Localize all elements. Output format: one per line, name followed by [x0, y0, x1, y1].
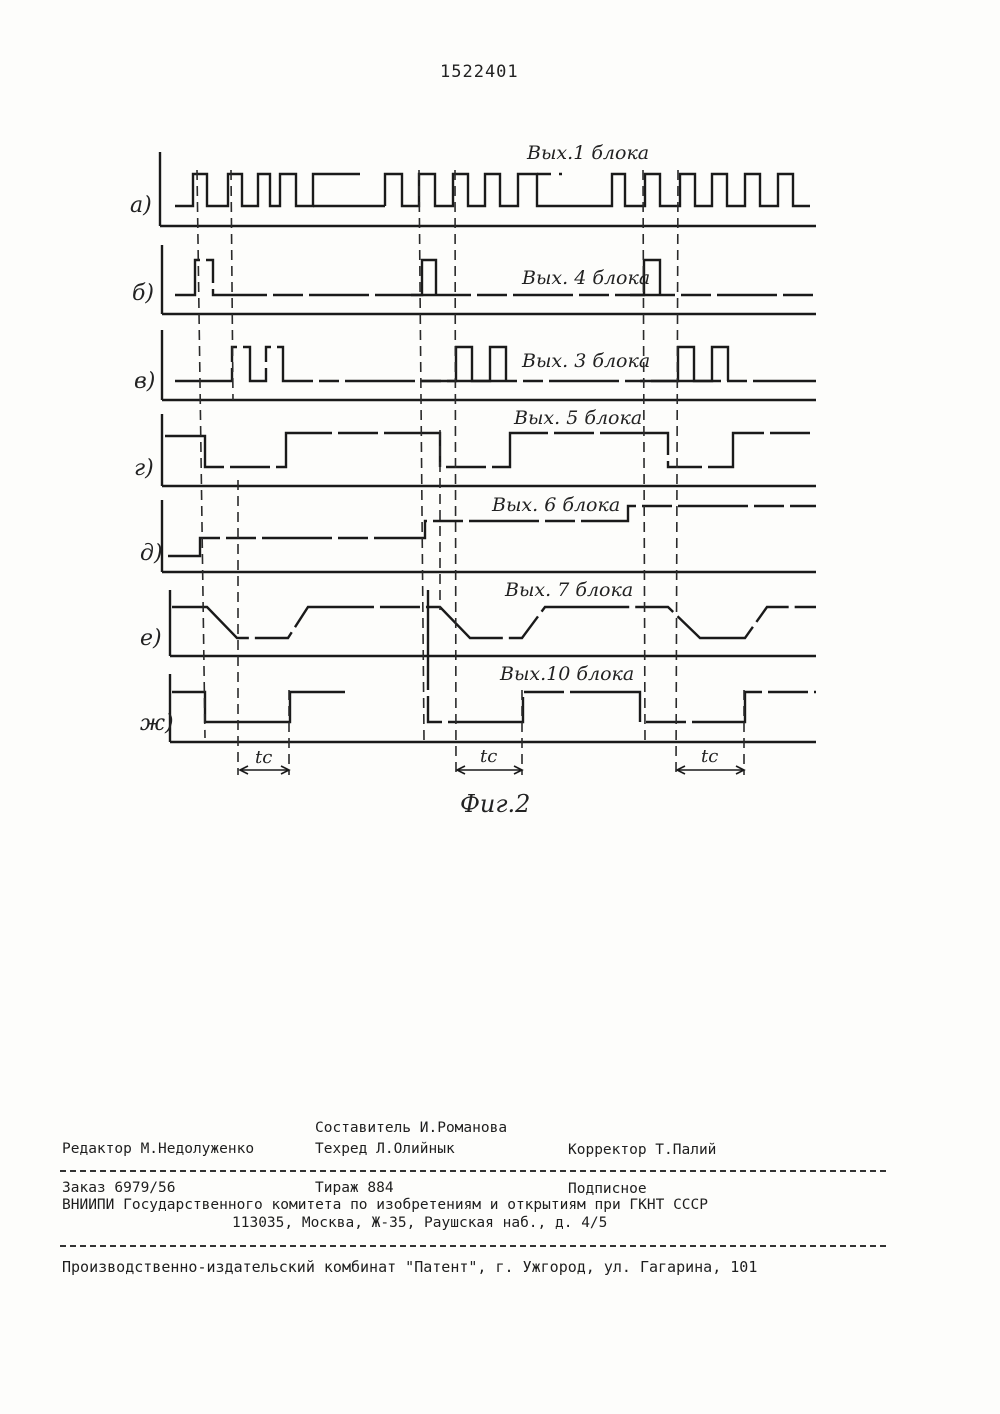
editor: Редактор М.Недолуженко [62, 1141, 254, 1157]
guide-lines [197, 170, 744, 775]
row-letter-a: а) [130, 193, 152, 218]
divider-2 [60, 1245, 886, 1247]
row-label-e: Вых. 7 блока [504, 579, 633, 601]
publisher: Производственно-издательский комбинат "П… [62, 1258, 757, 1276]
waveform-b [162, 245, 816, 314]
row-letter-e: е) [140, 626, 162, 651]
waveform-a [160, 152, 816, 226]
address: 113035, Москва, Ж-35, Раушская наб., д. … [232, 1215, 607, 1231]
row-label-d: Вых. 6 блока [491, 494, 620, 516]
row-label-a: Вых.1 блока [526, 142, 649, 164]
waveform-d [162, 500, 816, 572]
figure-caption: Фиг.2 [460, 790, 530, 818]
compiler: Составитель И.Романова [315, 1120, 507, 1136]
row-label-v: Вых. 3 блока [521, 350, 650, 372]
tc-label-3: tc [701, 746, 718, 767]
order: Заказ 6979/56 [62, 1180, 176, 1196]
row-letter-b: б) [132, 281, 154, 306]
waveform-v [162, 330, 816, 400]
corrector: Корректор Т.Палий [568, 1142, 716, 1158]
row-letter-d: д) [140, 541, 163, 566]
row-label-g: Вых. 5 блока [513, 407, 642, 429]
circulation: Тираж 884 [315, 1180, 394, 1196]
row-letter-g: г) [134, 456, 154, 481]
row-label-zh: Вых.10 блока [499, 663, 634, 685]
tc-arrows [240, 766, 744, 774]
divider-1 [60, 1170, 886, 1172]
techred: Техред Л.Олийнык [315, 1141, 455, 1157]
row-label-b: Вых. 4 блока [521, 267, 650, 289]
row-letter-zh: ж) [140, 711, 174, 736]
row-letter-v: в) [134, 369, 155, 394]
waveform-zh [170, 590, 816, 742]
vniipi: ВНИИПИ Государственного комитета по изоб… [62, 1197, 708, 1213]
waveform-g [162, 414, 816, 486]
tc-label-2: tc [480, 746, 497, 767]
waveform-e [170, 590, 816, 656]
tc-label-1: tc [255, 747, 272, 768]
subscription: Подписное [568, 1181, 647, 1197]
timing-diagram: а) б) в) г) д) е) ж) Вых.1 блока Вых. 4 … [0, 0, 1000, 880]
